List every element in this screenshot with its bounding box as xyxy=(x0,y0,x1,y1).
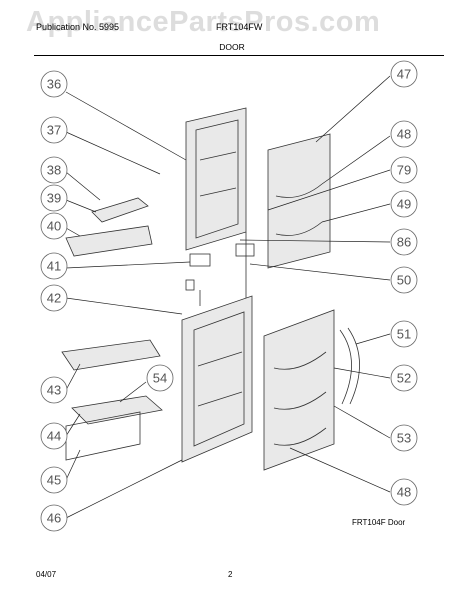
svg-text:36: 36 xyxy=(47,77,61,92)
callout-49: 49 xyxy=(390,190,418,218)
callout-39: 39 xyxy=(40,184,68,212)
svg-text:48: 48 xyxy=(397,485,411,500)
freezer-door-liner xyxy=(185,107,247,251)
svg-text:46: 46 xyxy=(47,511,61,526)
callout-44: 44 xyxy=(40,422,68,450)
section-title: DOOR xyxy=(219,42,245,52)
callout-54: 54 xyxy=(146,364,174,392)
svg-text:42: 42 xyxy=(47,291,61,306)
svg-text:52: 52 xyxy=(397,371,411,386)
leader-lines xyxy=(65,75,391,519)
freezer-outer-door xyxy=(267,133,331,269)
callout-37: 37 xyxy=(40,116,68,144)
svg-text:48: 48 xyxy=(397,127,411,142)
fresh-food-outer-door xyxy=(263,309,335,471)
hinge-assembly xyxy=(185,232,255,310)
callout-79: 79 xyxy=(390,156,418,184)
callout-42: 42 xyxy=(40,284,68,312)
door-handle xyxy=(339,327,360,405)
svg-text:40: 40 xyxy=(47,219,61,234)
svg-text:50: 50 xyxy=(397,273,411,288)
svg-text:51: 51 xyxy=(397,327,411,342)
svg-text:54: 54 xyxy=(153,371,167,386)
header-divider xyxy=(34,55,444,56)
callout-52: 52 xyxy=(390,364,418,392)
fresh-food-door-liner xyxy=(181,295,253,463)
diagram-caption: FRT104F Door xyxy=(352,518,406,527)
callout-45: 45 xyxy=(40,466,68,494)
svg-text:43: 43 xyxy=(47,383,61,398)
svg-text:39: 39 xyxy=(47,191,61,206)
svg-text:44: 44 xyxy=(47,429,61,444)
callout-38: 38 xyxy=(40,156,68,184)
freezer-shelf-parts xyxy=(65,197,153,257)
svg-text:49: 49 xyxy=(397,197,411,212)
svg-text:37: 37 xyxy=(47,123,61,138)
watermark: AppliancePartsPros.com xyxy=(26,6,381,38)
callout-43: 43 xyxy=(40,376,68,404)
footer-date: 04/07 xyxy=(36,570,57,579)
callout-51: 51 xyxy=(390,320,418,348)
publication-number: Publication No. 5995 xyxy=(36,22,120,32)
callout-40: 40 xyxy=(40,212,68,240)
model-number: FRT104FW xyxy=(216,22,263,32)
callout-47: 47 xyxy=(390,60,418,88)
callout-46: 46 xyxy=(40,504,68,532)
callout-48-upper: 48 xyxy=(390,120,418,148)
page-number: 2 xyxy=(228,570,233,579)
svg-text:47: 47 xyxy=(397,67,411,82)
svg-text:79: 79 xyxy=(397,163,411,178)
callout-86: 86 xyxy=(390,228,418,256)
callout-53: 53 xyxy=(390,424,418,452)
svg-text:53: 53 xyxy=(397,431,411,446)
svg-text:45: 45 xyxy=(47,473,61,488)
callout-48-lower: 48 xyxy=(390,478,418,506)
svg-text:38: 38 xyxy=(47,163,61,178)
crisper-drawer xyxy=(65,395,163,461)
svg-text:41: 41 xyxy=(47,259,61,274)
callout-36: 36 xyxy=(40,70,68,98)
callout-41: 41 xyxy=(40,252,68,280)
fresh-food-shelf xyxy=(61,339,161,371)
svg-text:86: 86 xyxy=(397,235,411,250)
callout-50: 50 xyxy=(390,266,418,294)
